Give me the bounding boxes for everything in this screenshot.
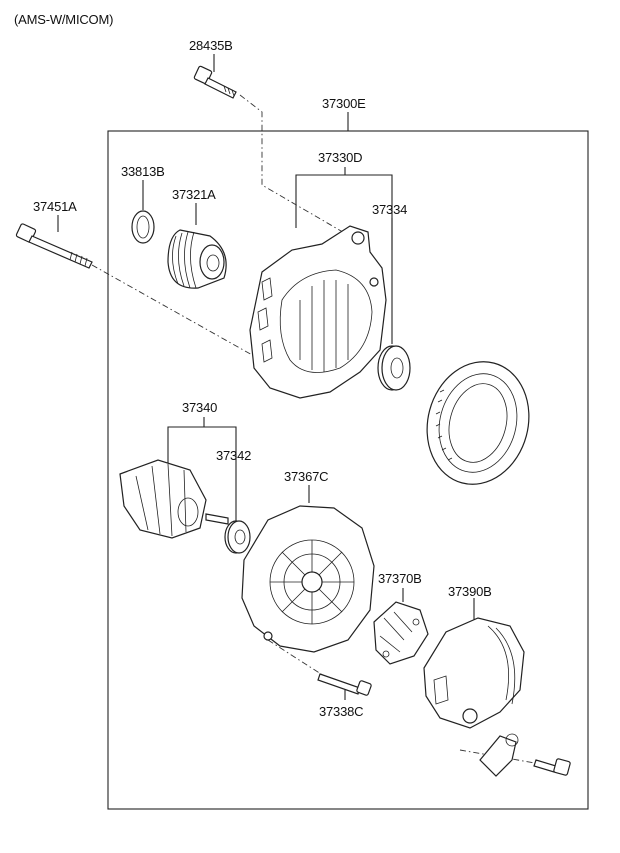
part-label-28435B: 28435B bbox=[189, 38, 233, 53]
part-label-37340: 37340 bbox=[182, 400, 218, 415]
centerlines bbox=[91, 94, 536, 764]
part-label-37334: 37334 bbox=[372, 202, 408, 217]
ring-33813B bbox=[131, 210, 155, 244]
bolt-cover bbox=[533, 758, 571, 776]
bearing-37334 bbox=[377, 345, 411, 391]
rotor-37340 bbox=[119, 459, 229, 539]
pulley-37321A bbox=[167, 229, 227, 289]
front-housing-37330D bbox=[249, 225, 387, 399]
part-label-37300E: 37300E bbox=[322, 96, 366, 111]
part-label-37390B: 37390B bbox=[448, 584, 492, 599]
part-label-37330D: 37330D bbox=[318, 150, 363, 165]
part-label-37338C: 37338C bbox=[319, 704, 364, 719]
leader-lines bbox=[57, 54, 475, 700]
part-label-37342: 37342 bbox=[216, 448, 252, 463]
bolt-37451A bbox=[15, 223, 93, 269]
part-label-37367C: 37367C bbox=[284, 469, 329, 484]
bolt-37338C bbox=[317, 673, 372, 696]
bolt-28435B bbox=[193, 65, 237, 99]
stator bbox=[426, 361, 530, 485]
part-label-37370B: 37370B bbox=[378, 571, 422, 586]
part-label-37451A: 37451A bbox=[33, 199, 77, 214]
rear-housing-37367C bbox=[241, 505, 375, 653]
part-label-37321A: 37321A bbox=[172, 187, 216, 202]
part-label-33813B: 33813B bbox=[121, 164, 165, 179]
bearing-37342 bbox=[224, 520, 251, 554]
variant-label: (AMS-W/MICOM) bbox=[14, 12, 114, 27]
regulator-37370B bbox=[373, 601, 429, 665]
cover-37390B bbox=[423, 617, 525, 777]
